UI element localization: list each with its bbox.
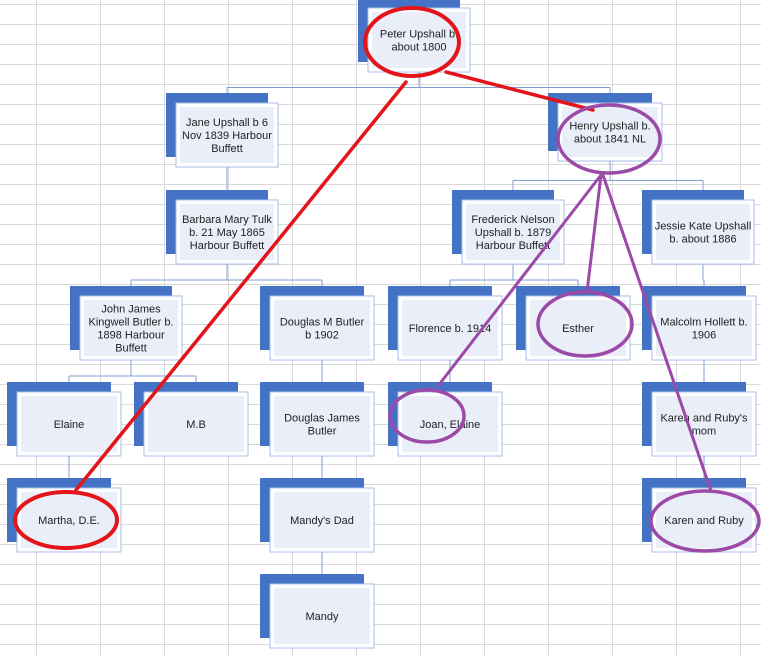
node-label: Henry Upshall b.about 1841 NL (569, 121, 650, 146)
node-label: Joan, Elaine (420, 419, 481, 431)
node-label: Malcolm Hollett b.1906 (660, 317, 747, 342)
node-fill (656, 300, 752, 356)
node-fill (562, 107, 658, 157)
node-fill (274, 396, 370, 452)
node-fill (21, 396, 117, 452)
node-label: Karen and Ruby (664, 515, 744, 527)
node-label: Martha, D.E. (38, 515, 100, 527)
node-fill (180, 204, 274, 260)
node-label: Florence b. 1914 (409, 323, 492, 335)
purple-circle-henry (556, 103, 662, 175)
node-label: Peter Upshall b.about 1800 (380, 29, 458, 54)
node-fill (180, 107, 274, 163)
red-circle-peter (363, 6, 461, 78)
node-fill (656, 204, 750, 260)
purple-circle-karen-ruby (649, 489, 761, 553)
connector-lines (68, 72, 705, 584)
node-malcolm[interactable]: Malcolm Hollett b.1906 (642, 286, 757, 361)
purple-circle-esther (536, 290, 634, 358)
node-mandys-dad[interactable]: Mandy's Dad (260, 478, 375, 553)
connector-barbara (130, 264, 323, 296)
hand-drawn-annotations (13, 6, 761, 553)
node-mb[interactable]: M.B (134, 382, 249, 457)
node-mandy[interactable]: Mandy (260, 574, 375, 649)
purple-line-henry-esther (585, 173, 603, 294)
node-label: Mandy's Dad (290, 515, 354, 527)
node-elaine[interactable]: Elaine (7, 382, 122, 457)
node-label: Mandy (305, 611, 339, 623)
red-line-peter-martha (74, 80, 408, 492)
purple-circle-joan (388, 388, 466, 444)
node-fill (656, 396, 752, 452)
node-fill (656, 492, 752, 548)
node-fill (274, 492, 370, 548)
purple-line-henry-karen-ruby (601, 173, 713, 493)
node-fill (530, 300, 626, 356)
node-label: Elaine (54, 419, 85, 431)
node-label: M.B (186, 419, 206, 431)
node-fill (84, 300, 178, 356)
connector-frederick (449, 264, 579, 296)
node-joan[interactable]: Joan, Elaine (388, 382, 503, 457)
node-label: Esther (562, 323, 594, 335)
node-fill (274, 588, 370, 644)
red-circle-martha (13, 490, 119, 550)
connector-henry (512, 161, 704, 200)
connector-peter (226, 72, 611, 103)
purple-line-henry-joan (436, 173, 603, 388)
connector-john (68, 360, 197, 392)
node-fill (274, 300, 370, 356)
node-fill (148, 396, 244, 452)
node-esther[interactable]: Esther (516, 286, 631, 361)
node-karen-ruby[interactable]: Karen and Ruby (642, 478, 757, 553)
red-line-peter-henry (444, 70, 595, 112)
